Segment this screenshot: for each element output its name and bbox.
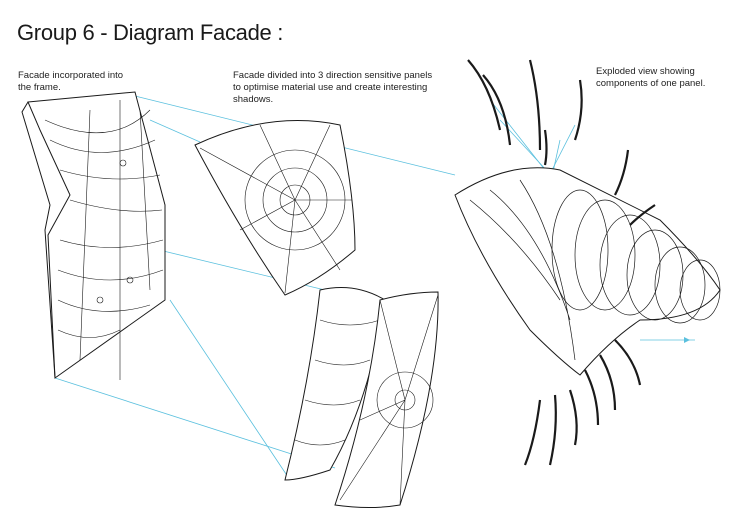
frame-facade [21, 91, 166, 380]
arrow-icon [684, 337, 690, 343]
panels-caption: Facade divided into 3 direction sensitiv… [233, 70, 433, 105]
panel-top [194, 120, 356, 296]
exploded-panel [454, 59, 721, 466]
projection-lines [54, 95, 695, 481]
exploded-fins [467, 59, 656, 466]
panel-bottom-right [334, 291, 439, 508]
frame-caption: Facade incorporated into the frame. [18, 70, 124, 93]
diagram-title: Group 6 - Diagram Facade : [17, 20, 284, 45]
panel-bottom-left [284, 287, 386, 481]
exploded-caption: Exploded view showing components of one … [596, 66, 706, 89]
